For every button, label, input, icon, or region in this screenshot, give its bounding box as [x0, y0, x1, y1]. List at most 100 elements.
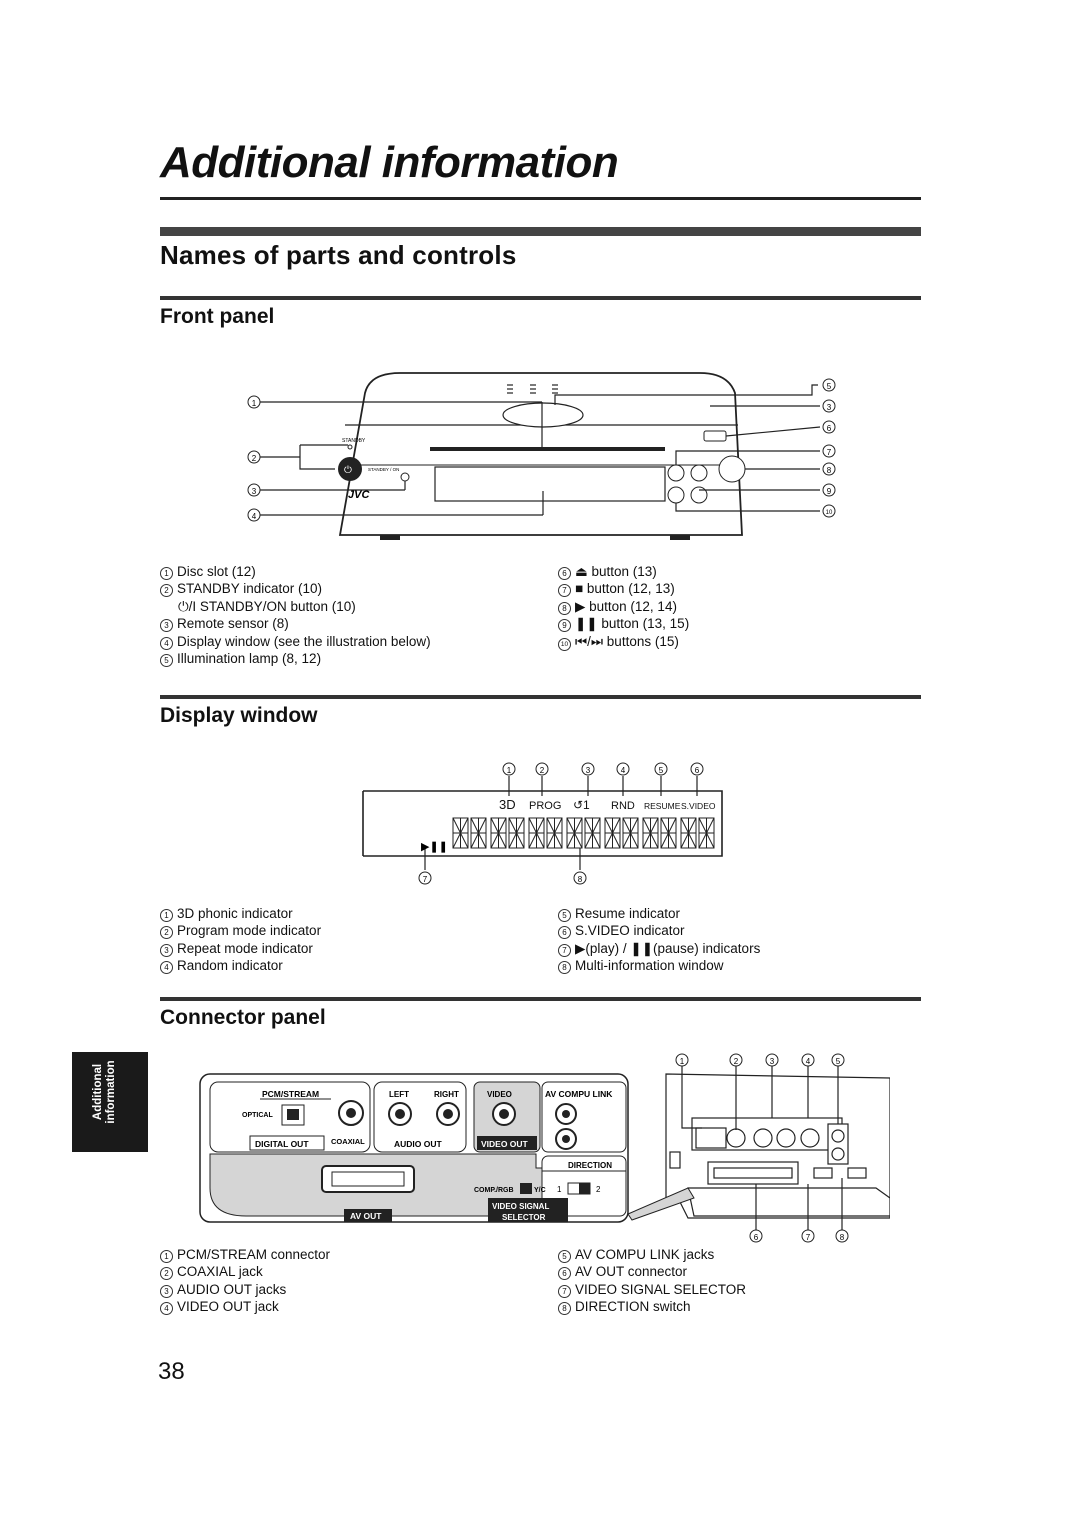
- svg-text:8: 8: [840, 1233, 845, 1242]
- svg-text:RIGHT: RIGHT: [434, 1090, 459, 1099]
- indicator-rnd: RND: [611, 800, 635, 812]
- svg-text:AV OUT: AV OUT: [350, 1211, 382, 1221]
- page-title: Additional information: [160, 138, 619, 187]
- svg-text:COAXIAL: COAXIAL: [331, 1137, 365, 1146]
- fp-callout: 5: [827, 382, 832, 391]
- svg-text:3: 3: [770, 1057, 775, 1066]
- fp-callout: 7: [827, 448, 832, 457]
- svg-text:6: 6: [695, 766, 700, 775]
- svg-text:⏻: ⏻: [344, 465, 352, 476]
- segment-lines: [452, 817, 469, 849]
- fp-callout: 3: [252, 487, 257, 496]
- svg-text:VIDEO OUT: VIDEO OUT: [481, 1139, 529, 1149]
- segment-lines: [508, 817, 525, 849]
- svg-text:3: 3: [586, 766, 591, 775]
- segment-lines: [470, 817, 487, 849]
- svg-text:6: 6: [754, 1233, 759, 1242]
- svg-text:SELECTOR: SELECTOR: [502, 1213, 546, 1222]
- segment-lines: [566, 817, 583, 849]
- indicator-resume: RESUME: [644, 801, 681, 811]
- svg-text:4: 4: [806, 1057, 811, 1066]
- front-panel-heading: Front panel: [160, 305, 275, 328]
- fp-callout: 4: [252, 512, 257, 521]
- segment-lines: [680, 817, 697, 849]
- svg-text:2: 2: [596, 1185, 601, 1194]
- list-item: ⏻/I STANDBY/ON button (10): [178, 598, 356, 614]
- connector-panel-heading: Connector panel: [160, 1006, 326, 1029]
- display-window-heading: Display window: [160, 704, 318, 727]
- svg-text:Y/C: Y/C: [534, 1187, 546, 1194]
- indicator-prog: PROG: [529, 800, 561, 812]
- front-panel-illustration: STANDBY ⏻ STANDBY / ON JVC 1 2 3 4 5 3 6…: [247, 372, 836, 540]
- svg-text:5: 5: [836, 1057, 841, 1066]
- fp-callout: 9: [827, 487, 832, 496]
- list-item: 7■ button (12, 13): [558, 580, 689, 598]
- segment-lines: [584, 817, 601, 849]
- svg-text:AV COMPU LINK: AV COMPU LINK: [545, 1089, 613, 1099]
- fp-callout: 10: [826, 510, 833, 516]
- svg-text:VIDEO SIGNAL: VIDEO SIGNAL: [492, 1202, 549, 1211]
- list-item: 6⏏ button (13): [558, 563, 689, 580]
- connector-panel-rule: [160, 997, 921, 1001]
- fp-callout: 1: [252, 399, 257, 408]
- list-item: 7▶(play) / ❚❚(pause) indicators: [558, 940, 760, 957]
- svg-text:5: 5: [659, 766, 664, 775]
- segment-lines: [660, 817, 677, 849]
- display-window-rule: [160, 695, 921, 699]
- segment-lines: [622, 817, 639, 849]
- front-panel-rule: [160, 296, 921, 300]
- svg-text:7: 7: [806, 1233, 811, 1242]
- segment-lines: [546, 817, 563, 849]
- play-pause-indicator: ▶❚❚: [421, 841, 448, 853]
- fp-callout: 2: [252, 454, 257, 463]
- svg-text:4: 4: [621, 766, 626, 775]
- svg-text:DIGITAL OUT: DIGITAL OUT: [255, 1139, 309, 1149]
- svg-text:1: 1: [680, 1057, 685, 1066]
- svg-text:1: 1: [557, 1185, 562, 1194]
- svg-text:7: 7: [423, 875, 428, 884]
- brand-logo: JVC: [348, 489, 370, 501]
- fp-callout: 3: [827, 403, 832, 412]
- page-number: 38: [158, 1358, 185, 1385]
- svg-text:PCM/STREAM: PCM/STREAM: [262, 1089, 319, 1099]
- list-item: 9❚❚ button (13, 15): [558, 615, 689, 633]
- fp-callout: 6: [827, 424, 832, 433]
- connector-panel-illustration: PCM/STREAM OPTICAL DIGITAL OUT COAXIAL L…: [199, 1053, 890, 1243]
- svg-text:8: 8: [578, 875, 583, 884]
- segment-lines: [698, 817, 715, 849]
- indicator-svideo: S.VIDEO: [681, 801, 716, 811]
- svg-text:VIDEO: VIDEO: [487, 1090, 512, 1099]
- indicator-3d: 3D: [499, 797, 516, 812]
- svg-text:1: 1: [507, 766, 512, 775]
- svg-text:AUDIO OUT: AUDIO OUT: [394, 1139, 443, 1149]
- svg-text:2: 2: [734, 1057, 739, 1066]
- svg-text:LEFT: LEFT: [389, 1090, 409, 1099]
- indicator-repeat: ↺1: [573, 798, 590, 812]
- svg-text:DIRECTION: DIRECTION: [568, 1161, 612, 1170]
- front-panel-list-right: 6⏏ button (13) 7■ button (12, 13) 8▶ but…: [558, 563, 689, 651]
- segment-lines: [604, 817, 621, 849]
- segment-lines: [490, 817, 507, 849]
- standby-label: STANDBY: [342, 438, 366, 444]
